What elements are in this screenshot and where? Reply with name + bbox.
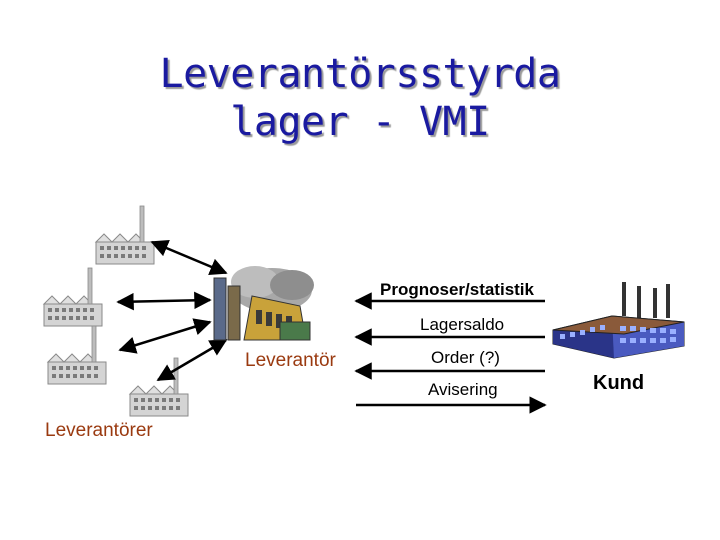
node-label-suppliers: Leverantörer: [45, 420, 153, 441]
supplier-factory-1-icon: [95, 205, 155, 265]
arrow-supplier-1: [150, 240, 228, 275]
supplier-plant-icon: [213, 266, 314, 341]
flow-label-order: Order (?): [431, 348, 500, 367]
arrow-supplier-4: [156, 338, 228, 382]
flow-label-prognoser: Prognoser/statistik: [380, 280, 534, 299]
flow-label-lagersaldo: Lagersaldo: [420, 315, 505, 334]
node-label-customer: Kund: [593, 372, 645, 394]
node-label-supplier: Leverantör: [245, 350, 336, 371]
supplier-factory-2-icon: [43, 267, 103, 327]
arrow-supplier-2: [116, 291, 212, 311]
supplier-factory-3-icon: [47, 325, 107, 385]
slide-title: Leverantörsstyrda lager - VMI: [0, 50, 720, 146]
flow-label-avisering: Avisering: [428, 380, 498, 399]
title-line-1: Leverantörsstyrda: [159, 51, 561, 97]
customer-plant-icon: [552, 282, 685, 359]
title-line-2: lager - VMI: [230, 99, 490, 145]
arrow-supplier-3: [118, 318, 212, 354]
